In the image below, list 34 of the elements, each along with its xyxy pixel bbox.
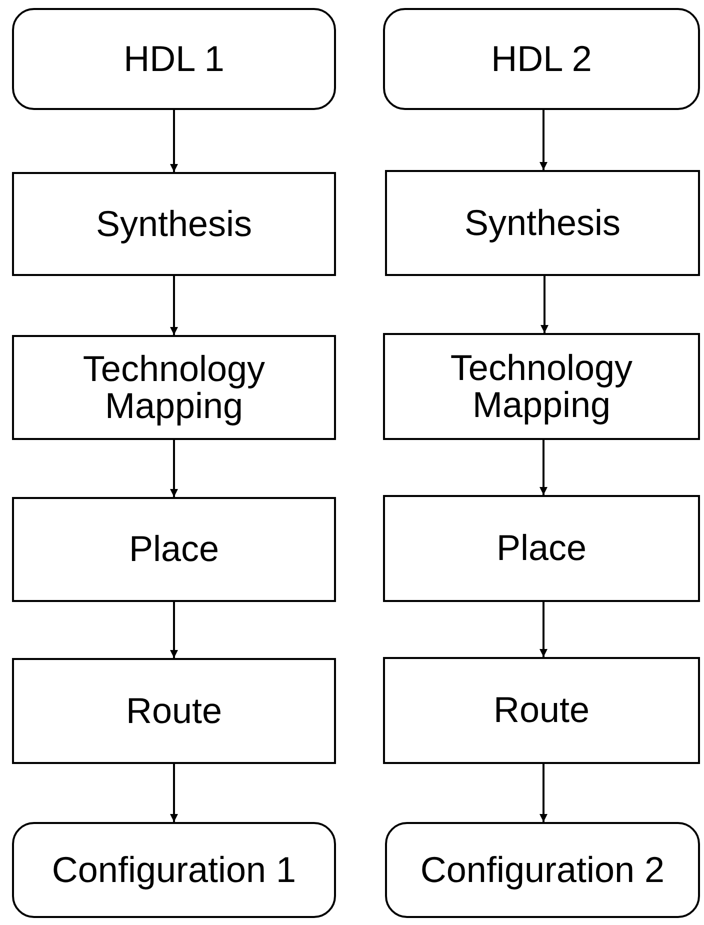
box-label: Configuration 2 — [420, 852, 665, 888]
arrow — [170, 110, 178, 172]
process-box — [12, 335, 336, 440]
box-label: HDL 1 — [124, 40, 224, 78]
process-box — [383, 333, 700, 440]
process-box — [383, 657, 700, 764]
arrow — [540, 276, 548, 333]
box-label: Technology Mapping — [82, 350, 266, 424]
box-label: Route — [493, 692, 590, 729]
terminal-box — [383, 8, 700, 110]
terminal-box — [12, 822, 336, 918]
process-box — [383, 495, 700, 602]
box-label: Place — [128, 531, 220, 568]
process-box — [12, 172, 336, 276]
box-label: Synthesis — [96, 206, 252, 242]
arrow — [170, 276, 178, 335]
arrow — [170, 602, 178, 658]
arrow — [540, 440, 548, 495]
box-label: Place — [496, 530, 587, 567]
arrow — [540, 602, 548, 657]
arrow — [540, 110, 548, 170]
terminal-box — [385, 822, 700, 918]
box-label: Technology Mapping — [449, 350, 634, 424]
box-label: HDL 2 — [491, 40, 592, 78]
process-box — [12, 658, 336, 764]
arrow — [170, 440, 178, 497]
box-label: Synthesis — [464, 204, 621, 242]
box-label: Configuration 1 — [52, 852, 296, 888]
box-label: Route — [126, 692, 222, 730]
process-box — [12, 497, 336, 602]
arrow — [170, 764, 178, 822]
process-box — [385, 170, 700, 276]
terminal-box — [12, 8, 336, 110]
arrow — [540, 764, 548, 822]
